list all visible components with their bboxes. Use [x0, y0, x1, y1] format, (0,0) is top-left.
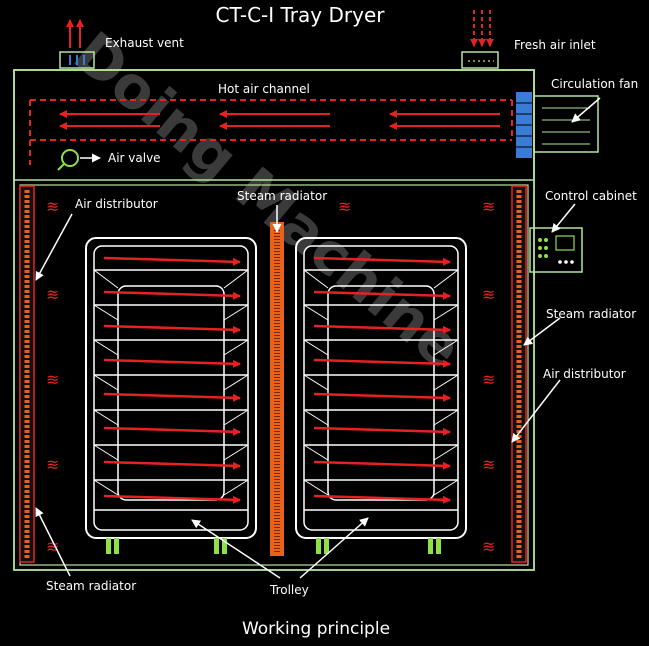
trolley-pointer-left [191, 519, 281, 579]
svg-text:≋: ≋ [482, 455, 495, 474]
circulation-fan-label: Circulation fan [551, 77, 638, 91]
svg-text:≋: ≋ [46, 537, 59, 556]
right-trolley-wheels [316, 538, 441, 554]
red-down-arrows-icon [470, 10, 494, 47]
heat-wave-marks: ≋ ≋ ≋ ≋ ≋ ≋ ≋ ≋ ≋ ≋ ≋ [46, 197, 495, 556]
center-steam-radiator [270, 222, 284, 556]
left-trolley [85, 237, 257, 539]
right-steam-radiator [511, 185, 527, 563]
right-air-distributor-pointer [511, 379, 561, 443]
right-air-distributor-label: Air distributor [543, 367, 626, 381]
svg-text:≋: ≋ [46, 455, 59, 474]
hot-air-ducts [29, 99, 513, 165]
trolley-pointer-right [299, 517, 369, 579]
svg-text:≋: ≋ [46, 370, 59, 389]
left-steam-radiator-label: Steam radiator [46, 579, 136, 593]
red-up-arrows-icon [66, 19, 84, 48]
svg-text:≋: ≋ [482, 370, 495, 389]
tray-airflow-arrows [103, 256, 451, 504]
air-valve-label: Air valve [108, 151, 161, 165]
left-air-distributor-pointer [35, 213, 73, 281]
right-steam-radiator-label: Steam radiator [546, 307, 636, 321]
svg-text:≋: ≋ [338, 197, 351, 216]
trolley-label: Trolley [269, 583, 309, 597]
hot-air-flow-arrows [59, 110, 500, 130]
left-air-distributor-label: Air distributor [75, 197, 158, 211]
svg-text:≋: ≋ [46, 197, 59, 216]
right-steam-radiator-pointer [523, 317, 561, 346]
right-trolley [295, 237, 467, 539]
control-panel-icon [529, 227, 583, 273]
control-cabinet-label: Control cabinet [545, 189, 637, 203]
svg-text:≋: ≋ [482, 537, 495, 556]
svg-text:≋: ≋ [482, 197, 495, 216]
magnifier-valve-icon [57, 149, 79, 171]
exhaust-vent-label: Exhaust vent [105, 36, 184, 50]
hot-air-channel-label: Hot air channel [218, 82, 310, 96]
fresh-air-inlet [461, 10, 499, 69]
exhaust-vent [59, 19, 95, 69]
svg-text:≋: ≋ [482, 285, 495, 304]
left-steam-radiator-pointer [35, 507, 71, 577]
svg-text:≋: ≋ [46, 285, 59, 304]
control-cabinet-pointer [551, 203, 576, 233]
circulation-fan-pointer [571, 97, 601, 123]
fresh-air-inlet-label: Fresh air inlet [514, 38, 596, 52]
left-trolley-wheels [106, 538, 227, 554]
center-steam-radiator-label: Steam radiator [237, 189, 327, 203]
left-steam-radiator [19, 185, 35, 563]
diagram-title: CT-C-I Tray Dryer [216, 3, 386, 27]
caption-working-principle: Working principle [242, 619, 390, 639]
circulation-fan-icon [516, 92, 599, 158]
